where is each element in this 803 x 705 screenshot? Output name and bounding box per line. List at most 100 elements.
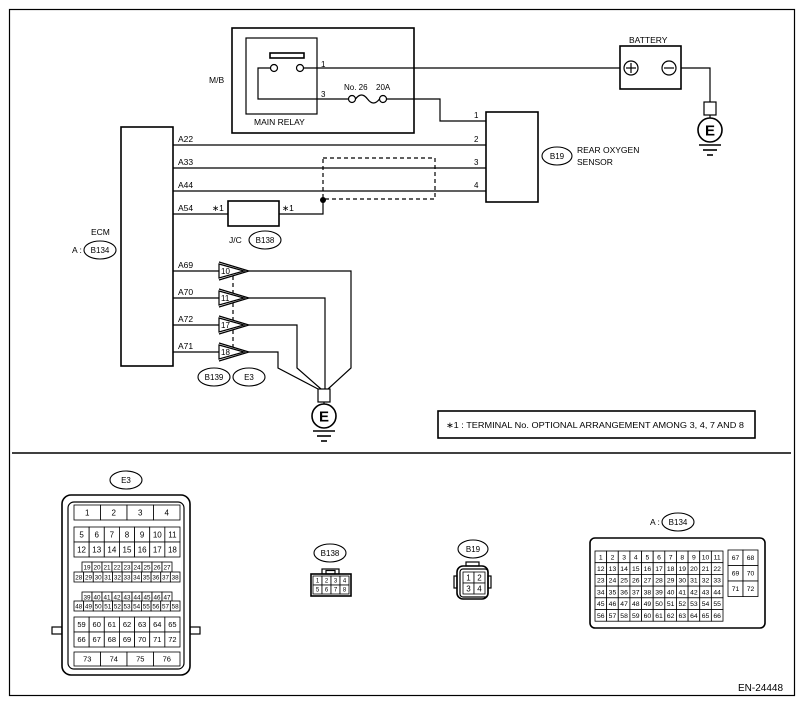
e3-pin-number: 16 [138,545,147,554]
b138-cavity [339,584,350,595]
b134-pin-number: 18 [667,566,675,573]
b134-pin-number: 45 [597,601,605,608]
e3-cavity [164,541,181,558]
figure-frame [8,8,796,697]
ecm-label: ECM [91,227,110,237]
e3-pin-number: 33 [123,574,131,581]
e3-pin-number: 26 [153,564,161,571]
b134-pin-number: 29 [667,578,675,585]
joint-connector: ∗1 ∗1 J/C B138 [212,200,294,250]
e3-pin-number: 22 [113,564,121,571]
b19-tag-label: B19 [466,545,481,554]
b134-pin-number: 58 [620,613,628,620]
e3-pin-number: 23 [123,564,131,571]
e3-tag [109,470,143,490]
e3-pin-number: 43 [123,594,131,601]
b134-pin-number: 6 [657,554,661,561]
e3-pin-number: 1 [85,508,90,517]
e3-pin-number: 25 [143,564,151,571]
sensor-terminal-1: 1 [474,111,479,120]
positive-terminal-icon [623,60,639,76]
ground-terminal-17: 17 [221,321,230,330]
relay-terminal-3: 3 [321,90,326,99]
e3-pin-number: 65 [168,620,176,629]
e3-pin-number: 41 [103,594,111,601]
shield-junction-dot [320,197,326,203]
b138-pin-number: 3 [334,579,338,585]
sensor-terminal-4: 4 [474,181,479,190]
e3-pin-number: 12 [77,545,86,554]
ecm-connector-prefix: A : [72,245,82,255]
e3-pin-number: 52 [114,603,122,610]
ground-e-letter: E [705,123,715,140]
b134-pin-number: 37 [632,589,640,596]
sensor-connector-tag [541,146,573,166]
b134-pin-number: 8 [680,554,684,561]
ecm-pin-a33: A33 [178,157,193,167]
b134-pin-number: 72 [747,586,755,593]
b134-pin-number: 56 [597,613,605,620]
e3-pin-number: 5 [79,530,84,539]
relay-contact-left [269,63,279,73]
e3-pin-number: 7 [110,530,115,539]
jc-connector-id: B138 [256,236,275,245]
e3-pin-number: 69 [123,635,131,644]
e3-pin-number: 30 [95,574,103,581]
rear-oxygen-sensor: 1 2 3 4 B19 REAR OXYGEN SENSOR [474,111,639,203]
b134-pin-number: 71 [732,586,740,593]
e3-pin-number: 34 [133,574,141,581]
b134-pin-number: 59 [632,613,640,620]
ecm: ECM A : B134 A22 A33 A44 A54 A69 A70 A72… [72,126,193,367]
e3-pin-number: 14 [107,545,116,554]
e3-cavity [153,651,181,667]
wire-ground-17 [249,324,322,390]
ecm-connector-tag [83,240,117,260]
e3-pin-number: 9 [140,530,145,539]
e3-pin-number: 29 [85,574,93,581]
b134-pin-number: 2 [611,554,615,561]
connector-arrow-inner [218,263,247,279]
negative-terminal-icon [661,60,677,76]
relay-body [245,37,318,115]
b134-pin-number: 68 [747,555,755,562]
b134-pin-number: 3 [622,554,626,561]
connector-arrow-inner [218,344,247,360]
e3-pin-number: 68 [108,635,116,644]
b134-pin-number: 13 [609,566,617,573]
b19-tag [457,539,489,559]
e3-cavity [164,631,181,648]
sensor-body [485,111,539,203]
b134-pin-number: 66 [713,613,721,620]
b134-pin-number: 1 [599,554,603,561]
ground-connector-id-2: E3 [244,373,254,382]
e3-cavity [153,504,181,521]
e3-pin-number: 47 [163,594,171,601]
e3-pin-number: 76 [163,655,171,664]
e3-pin-number: 46 [153,594,161,601]
sensor-label-line1: REAR OXYGEN [577,145,639,155]
e3-pin-number: 3 [138,508,143,517]
e3-pin-number: 50 [95,603,103,610]
e3-cavity [169,571,181,583]
b134-pin-number: 24 [609,578,617,585]
b19-pin-number: 2 [477,573,482,582]
ground-terminal-11: 11 [221,294,230,303]
fuse-terminal-left [347,94,357,104]
b134-pin-number: 21 [702,566,710,573]
b134-pin-number: 22 [713,566,721,573]
jc-label: J/C [229,235,242,245]
e3-pin-number: 8 [125,530,130,539]
b134-pin-number: 48 [632,601,640,608]
e3-pin-number: 62 [123,620,131,629]
ground-terminal [317,388,331,403]
e3-pin-number: 54 [133,603,141,610]
e3-pin-number: 32 [114,574,122,581]
b134-cavity [742,580,759,597]
e3-housing-inner [67,501,185,670]
b134-pin-number: 64 [690,613,698,620]
e3-pin-number: 10 [153,530,162,539]
e3-housing-outer [61,494,191,676]
b19-pin-number: 3 [466,584,471,593]
b134-pin-number: 25 [620,578,628,585]
